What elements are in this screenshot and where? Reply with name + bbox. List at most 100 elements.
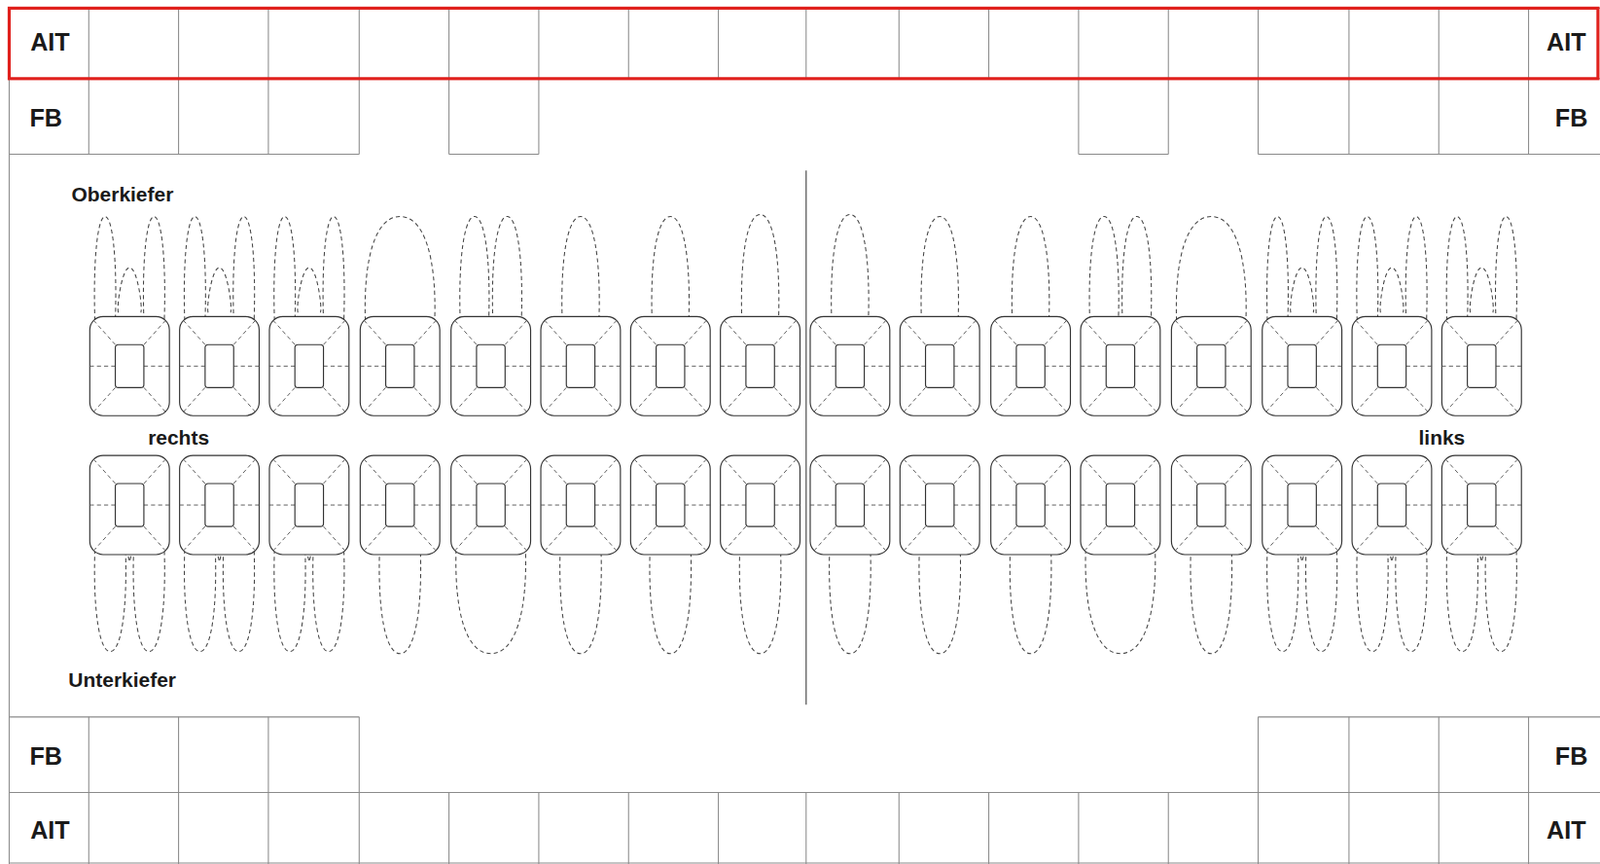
surface-divider — [1355, 320, 1378, 346]
tooth-root — [208, 267, 232, 313]
surface-divider — [991, 365, 1017, 367]
crown-outline — [1351, 455, 1432, 555]
surface-divider — [904, 320, 926, 346]
lower-tooth — [1171, 455, 1251, 654]
surface-divider — [995, 387, 1017, 412]
grid-line — [805, 7, 807, 78]
surface-divider — [504, 320, 527, 346]
grid-line — [8, 791, 1600, 793]
crown-outline — [1351, 316, 1432, 416]
crown-outline — [1441, 316, 1522, 416]
grid-line — [1168, 792, 1170, 864]
grid-line — [8, 7, 10, 864]
surface-divider — [364, 387, 387, 412]
tooth-root — [492, 216, 522, 321]
surface-divider — [1495, 387, 1518, 412]
grid-line — [177, 7, 179, 78]
surface-divider — [143, 387, 166, 412]
tooth-root — [1267, 549, 1299, 652]
surface-divider — [954, 365, 980, 367]
occlusal-surface — [566, 344, 595, 388]
grid-line — [1528, 716, 1529, 793]
surface-divider — [1446, 320, 1468, 346]
surface-divider — [544, 387, 567, 412]
surface-divider — [684, 504, 711, 506]
surface-divider — [595, 365, 621, 367]
surface-divider — [1135, 526, 1157, 551]
crown-outline — [540, 455, 621, 555]
surface-divider — [1406, 459, 1428, 484]
surface-divider — [94, 387, 116, 412]
grid-line — [88, 78, 90, 155]
tooth-root — [297, 267, 321, 313]
surface-divider — [183, 526, 206, 551]
occlusal-surface — [1467, 344, 1496, 388]
surface-divider — [1171, 504, 1197, 506]
surface-divider — [269, 504, 295, 506]
tooth-root — [183, 216, 206, 321]
surface-divider — [323, 526, 346, 551]
tooth-root — [1009, 549, 1052, 654]
surface-divider — [995, 526, 1017, 551]
surface-divider — [954, 504, 980, 506]
surface-divider — [904, 526, 926, 551]
crown-outline — [899, 316, 980, 416]
surface-divider — [273, 526, 295, 551]
surface-divider — [1135, 387, 1157, 412]
row-label: FB — [1555, 106, 1589, 131]
grid-line — [1168, 7, 1170, 78]
surface-divider — [954, 459, 976, 484]
grid-line — [717, 792, 719, 864]
surface-divider — [143, 320, 166, 346]
occlusal-surface — [1197, 483, 1226, 527]
occlusal-surface — [476, 483, 505, 527]
surface-divider — [684, 387, 707, 412]
surface-divider — [1441, 504, 1467, 506]
row-label: FB — [29, 106, 63, 131]
grid-line — [358, 7, 360, 78]
grid-line — [1257, 78, 1259, 155]
tooth-root — [919, 549, 961, 654]
surface-divider — [1446, 387, 1468, 412]
occlusal-surface — [1197, 344, 1226, 388]
lower-tooth — [1262, 455, 1343, 652]
grid-line — [717, 7, 719, 78]
grid-line — [805, 792, 807, 864]
lower-tooth — [540, 455, 621, 654]
chart-grid — [8, 7, 1600, 864]
occlusal-surface — [1105, 483, 1135, 527]
upper-tooth — [1262, 216, 1343, 417]
tooth-root — [94, 549, 126, 652]
surface-divider — [1175, 459, 1198, 484]
surface-divider — [540, 504, 567, 506]
surface-divider — [814, 526, 836, 551]
surface-divider — [414, 526, 436, 551]
surface-divider — [724, 320, 747, 346]
grid-line — [537, 7, 539, 78]
surface-divider — [455, 459, 477, 484]
tooth-root — [1175, 216, 1246, 321]
surface-divider — [183, 320, 206, 346]
crown-outline — [1080, 455, 1161, 555]
grid-line — [267, 716, 269, 793]
grid-line — [1528, 7, 1529, 78]
surface-divider — [1080, 504, 1106, 506]
tooth-root — [364, 216, 435, 321]
crown-outline — [630, 455, 711, 555]
crown-outline — [179, 316, 260, 416]
surface-divider — [1315, 526, 1338, 551]
crown-outline — [720, 455, 801, 555]
tooth-root — [1446, 216, 1468, 321]
surface-divider — [995, 320, 1017, 346]
grid-line — [177, 78, 179, 155]
grid-line — [537, 792, 539, 864]
grid-line — [1257, 792, 1259, 864]
upper-tooth — [359, 216, 440, 417]
tooth-root — [649, 549, 692, 654]
surface-divider — [1135, 320, 1157, 346]
surface-divider — [954, 387, 976, 412]
surface-divider — [864, 526, 887, 551]
surface-divider — [1080, 365, 1106, 367]
grid-line — [88, 792, 90, 864]
tooth-root — [379, 549, 422, 654]
